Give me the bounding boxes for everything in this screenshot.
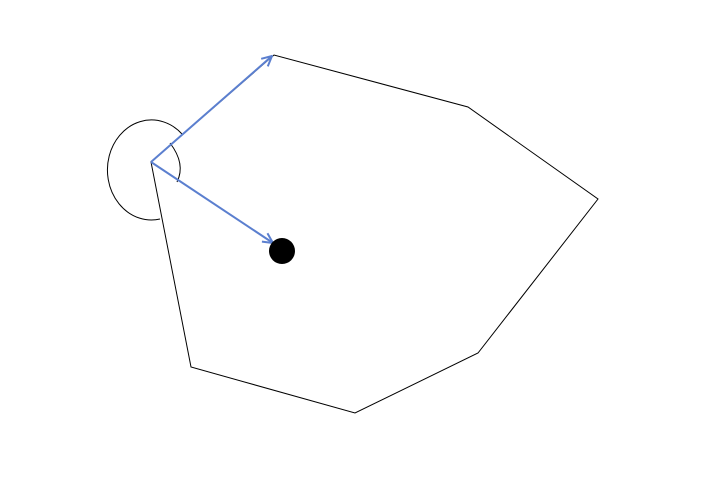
center-dot xyxy=(269,238,295,264)
angle-arc xyxy=(106,119,183,221)
polygon-outline xyxy=(150,54,599,414)
vector-arrow-to-vertex xyxy=(150,56,272,163)
vector-arrow-to-dot xyxy=(150,161,273,243)
